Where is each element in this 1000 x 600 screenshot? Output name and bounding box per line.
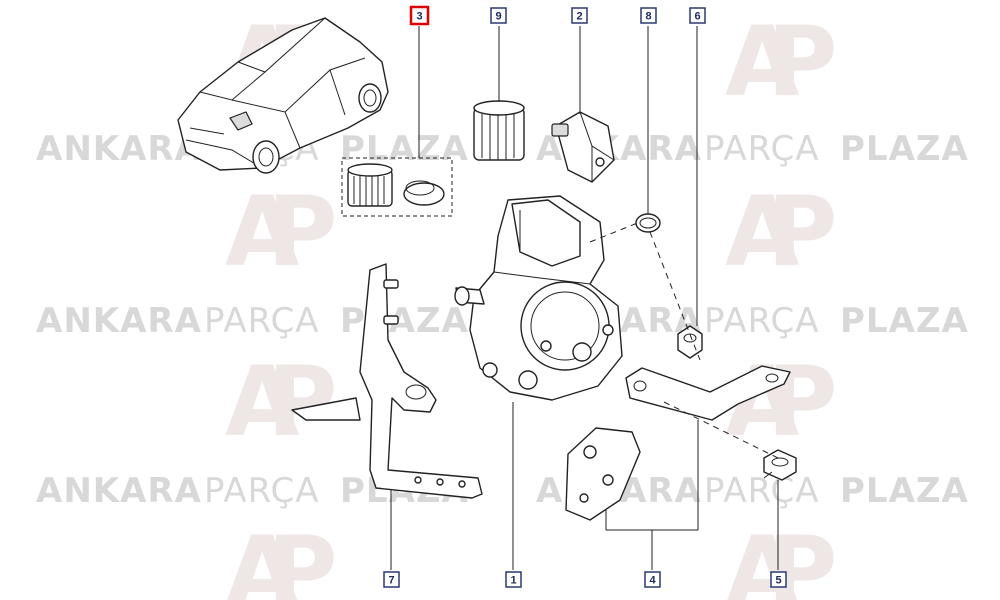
bolt-part	[763, 449, 797, 481]
svg-text:6: 6	[694, 11, 700, 23]
svg-text:7: 7	[388, 575, 394, 587]
svg-text:5: 5	[775, 575, 781, 587]
svg-text:PARÇA: PARÇA	[704, 471, 820, 511]
svg-text:PARÇA: PARÇA	[704, 301, 820, 341]
callout-9[interactable]: 9	[490, 7, 507, 24]
svg-text:PLAZA: PLAZA	[840, 471, 969, 511]
watermark-text-row: ANKARA PARÇA PLAZA ANKARA PARÇA PLAZA	[36, 129, 969, 169]
leader-lines	[390, 26, 779, 570]
pressure-regulator-part	[454, 195, 623, 401]
svg-text:P: P	[767, 176, 837, 288]
watermark-logo: A P	[725, 6, 837, 118]
svg-text:P: P	[267, 176, 337, 288]
svg-text:P: P	[767, 346, 837, 458]
callout-6[interactable]: 6	[689, 7, 706, 24]
svg-text:1: 1	[510, 575, 516, 587]
mounting-bracket-part	[291, 263, 483, 499]
svg-text:A: A	[725, 6, 799, 118]
watermark-logo: A P	[725, 176, 837, 288]
svg-text:PLAZA: PLAZA	[340, 129, 469, 169]
filter-cartridge-part	[473, 100, 525, 161]
watermark-logo: A P	[225, 176, 337, 288]
svg-text:A: A	[225, 516, 299, 600]
svg-text:4: 4	[649, 575, 656, 587]
callout-8[interactable]: 8	[640, 7, 657, 24]
svg-text:PARÇA: PARÇA	[204, 301, 320, 341]
svg-text:PARÇA: PARÇA	[204, 471, 320, 511]
assembly-lines	[589, 221, 779, 459]
svg-text:8: 8	[645, 11, 651, 23]
svg-text:A: A	[225, 346, 299, 458]
callout-7[interactable]: 7	[383, 571, 400, 588]
solenoid-valve-part	[551, 111, 615, 183]
callout-2[interactable]: 2	[571, 7, 588, 24]
filter-kit-part	[341, 157, 453, 217]
svg-text:P: P	[767, 6, 837, 118]
svg-text:ANKARA: ANKARA	[36, 129, 202, 169]
watermark-text-row: ANKARA PARÇA PLAZA ANKARA PARÇA PLAZA	[36, 471, 969, 511]
o-ring-part	[635, 213, 661, 233]
watermark-logo: A P	[225, 346, 337, 458]
svg-text:A: A	[225, 176, 299, 288]
svg-text:ANKARA: ANKARA	[36, 471, 202, 511]
svg-text:P: P	[267, 346, 337, 458]
callout-5[interactable]: 5	[770, 571, 787, 588]
svg-text:PARÇA: PARÇA	[704, 129, 820, 169]
svg-text:P: P	[267, 516, 337, 600]
bracket-part	[565, 365, 791, 521]
watermark-logo: A P	[225, 516, 337, 600]
nut-part	[677, 325, 703, 359]
callout-3[interactable]: 3	[409, 5, 430, 26]
svg-text:A: A	[725, 516, 799, 600]
svg-text:2: 2	[576, 11, 582, 23]
svg-text:A: A	[725, 176, 799, 288]
svg-text:3: 3	[416, 11, 422, 23]
svg-text:PLAZA: PLAZA	[340, 301, 469, 341]
svg-text:ANKARA: ANKARA	[36, 301, 202, 341]
callout-4[interactable]: 4	[644, 571, 661, 588]
vehicle-illustration	[177, 17, 389, 174]
svg-text:PLAZA: PLAZA	[840, 301, 969, 341]
svg-text:9: 9	[495, 11, 501, 23]
callout-1[interactable]: 1	[505, 571, 522, 588]
svg-text:PLAZA: PLAZA	[840, 129, 969, 169]
